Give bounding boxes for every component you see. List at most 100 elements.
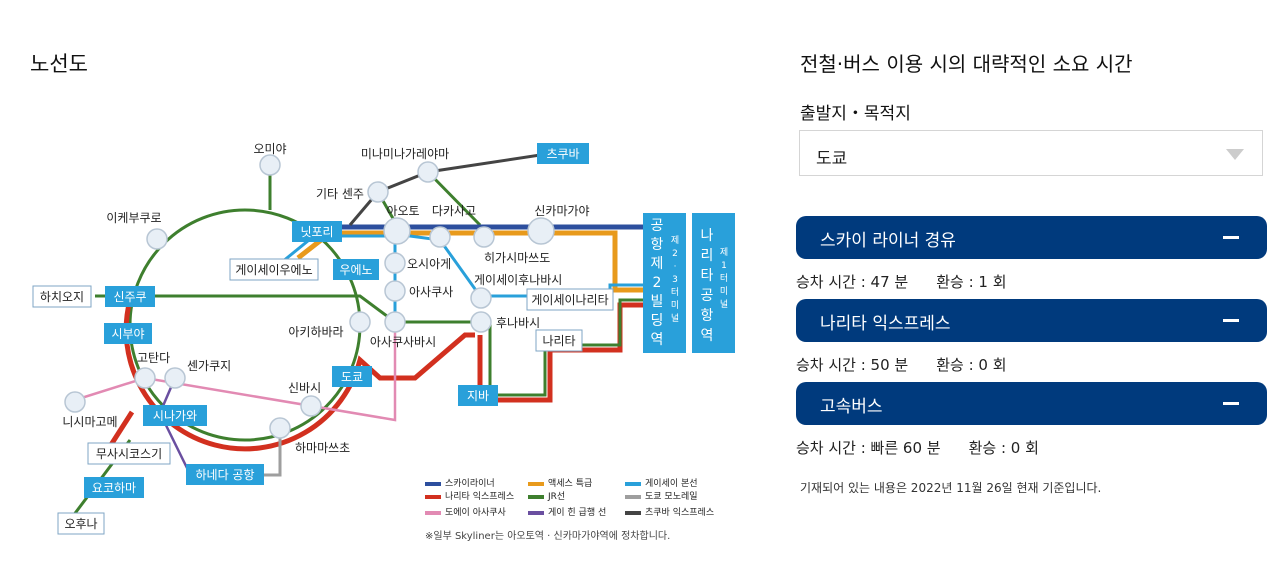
origin-destination-select[interactable]: 도쿄 (799, 130, 1263, 176)
legend-swatch (425, 511, 441, 515)
collapse-icon (1223, 319, 1239, 322)
legend-label: 스카이라이너 (445, 478, 495, 489)
terminal-1-label-char: 항 (701, 308, 714, 324)
terminal-2-label-char: 제 (651, 256, 664, 272)
terminal-1-sub-char: 1 (721, 261, 727, 271)
station-dot-takasago[interactable] (429, 226, 451, 248)
terminal-2-sub-char: 2 (672, 249, 678, 259)
label-shimbashi: 신바시 (288, 381, 321, 395)
box-narita[interactable]: 나리타 (542, 334, 575, 348)
legend-label: 나리타 익스프레스 (445, 490, 514, 502)
map-footnote: ※일부 Skyliner는 아오토역 · 신카마가야역에 정차합니다. (425, 530, 670, 542)
chevron-down-icon (1226, 149, 1244, 160)
legend-swatch (528, 511, 544, 515)
select-value: 도쿄 (816, 149, 848, 169)
legend-swatch (625, 511, 641, 515)
panel-title: 전철·버스 이용 시의 대략적인 소요 시간 (800, 52, 1133, 76)
legend-swatch (528, 495, 544, 499)
terminal-2-label-char: 항 (651, 237, 664, 253)
label-ikebukuro: 이케부쿠로 (106, 211, 161, 225)
route-header-narita-express[interactable]: 나리타 익스프레스 (796, 299, 1267, 342)
station-dot-sengakuji[interactable] (164, 367, 186, 389)
label-shin-kamagaya: 신카마가야 (534, 204, 589, 218)
station-dot-oshiage[interactable] (384, 252, 406, 274)
collapse-icon (1223, 402, 1239, 405)
station-dot-keisei-funabashi[interactable] (470, 287, 492, 309)
ride-time: 승차 시간 : 빠른 60 분 (796, 439, 941, 457)
label-hamamatsucho: 하마마쓰초 (295, 441, 350, 455)
station-dot-asakusabashi[interactable] (384, 311, 406, 333)
station-dot-hamamatsucho[interactable] (269, 417, 291, 439)
transfer-count: 환승 : 0 회 (968, 439, 1039, 457)
box-keisei-narita[interactable]: 게이세이나리타 (531, 293, 608, 307)
station-dot-akihabara[interactable] (349, 311, 371, 333)
station-dot-nishi-magome[interactable] (64, 391, 86, 413)
station-dot-shin-kamagaya[interactable] (527, 217, 555, 245)
box-ofuna[interactable]: 오후나 (64, 517, 97, 531)
box-haneda[interactable]: 하네다 공항 (195, 468, 254, 482)
route-header-bus[interactable]: 고속버스 (796, 382, 1267, 425)
ride-time: 승차 시간 : 50 분 (796, 356, 909, 374)
terminal-2-sub-char: · (674, 262, 677, 272)
box-tsukuba[interactable]: 츠쿠바 (546, 147, 579, 161)
label-takasago: 다카사고 (432, 204, 476, 218)
terminal-1-label-char: 역 (701, 328, 714, 344)
box-tokyo[interactable]: 도쿄 (341, 370, 363, 384)
box-shibuya[interactable]: 시부야 (111, 327, 144, 341)
station-dot-shimbashi[interactable] (300, 395, 322, 417)
box-shinjuku[interactable]: 신주쿠 (113, 290, 146, 304)
label-sengakuji: 센가쿠지 (187, 359, 231, 373)
terminal-2-sub-char: 제 (671, 235, 679, 246)
label-asakusa: 아사쿠사 (409, 285, 453, 299)
label-oshiage: 오시아게 (407, 257, 451, 271)
jr-sobu (480, 298, 650, 397)
terminal-2-sub-char: 3 (672, 275, 678, 285)
terminal-1-sub-char: 제 (720, 247, 728, 258)
legend-swatch (425, 482, 441, 486)
route-name: 고속버스 (820, 397, 883, 417)
station-dot-aoto[interactable] (383, 217, 411, 245)
box-musashi-kosugi[interactable]: 무사시코스기 (96, 447, 162, 461)
route-name: 스카이 라이너 경유 (820, 231, 956, 251)
station-dot-asakusa[interactable] (384, 280, 406, 302)
toei-asakusa-line (74, 322, 397, 422)
label-asakusabashi: 아사쿠사바시 (370, 335, 436, 349)
tokyo-monorail-line (262, 428, 282, 477)
label-akihabara: 아키하바라 (288, 325, 343, 339)
station-dot-omiya[interactable] (259, 154, 281, 176)
legend-label: 도쿄 모노레일 (645, 491, 698, 502)
station-dot-ikebukuro[interactable] (146, 228, 168, 250)
box-nippori[interactable]: 닛포리 (300, 225, 333, 239)
station-dot-minami-nagareyama[interactable] (417, 161, 439, 183)
transfer-count: 환승 : 1 회 (936, 273, 1007, 291)
info-note: 기재되어 있는 내용은 2022년 11월 26일 현재 기준입니다. (800, 481, 1102, 495)
terminal-2-sub-char: 미 (671, 300, 679, 311)
label-minami-nagareyama: 미나미나가레야마 (361, 147, 449, 161)
box-hachioji[interactable]: 하치오지 (40, 290, 84, 304)
box-shinagawa[interactable]: 시나가와 (153, 409, 197, 423)
station-dot-kita-senju[interactable] (367, 181, 389, 203)
label-higashi-matsudo: 히가시마쓰도 (484, 251, 550, 265)
terminal-1-label-char: 타 (701, 268, 714, 284)
box-yokohama[interactable]: 요코하마 (92, 481, 136, 495)
legend-label: 게이 힌 급행 선 (548, 506, 606, 518)
terminal-2-label-char: 역 (651, 332, 664, 348)
label-gotanda: 고탄다 (137, 351, 170, 365)
box-chiba[interactable]: 지바 (467, 389, 489, 403)
jr-chuo (95, 294, 480, 324)
jr-musashino (426, 170, 482, 227)
box-ueno[interactable]: 우에노 (339, 263, 372, 277)
label-funabashi: 후나바시 (496, 316, 540, 330)
station-dot-higashi-matsudo[interactable] (473, 226, 495, 248)
route-info-bus: 승차 시간 : 빠른 60 분 환승 : 0 회 (796, 437, 1039, 458)
terminal-1-sub-char: 미 (720, 286, 728, 297)
legend-swatch (425, 495, 441, 499)
station-dot-funabashi[interactable] (470, 311, 492, 333)
box-keisei-ueno[interactable]: 게이세이우에노 (235, 263, 312, 277)
route-header-skyliner[interactable]: 스카이 라이너 경유 (796, 216, 1267, 259)
station-dot-gotanda[interactable] (134, 367, 156, 389)
terminal-2-sub-char: 널 (671, 313, 679, 324)
